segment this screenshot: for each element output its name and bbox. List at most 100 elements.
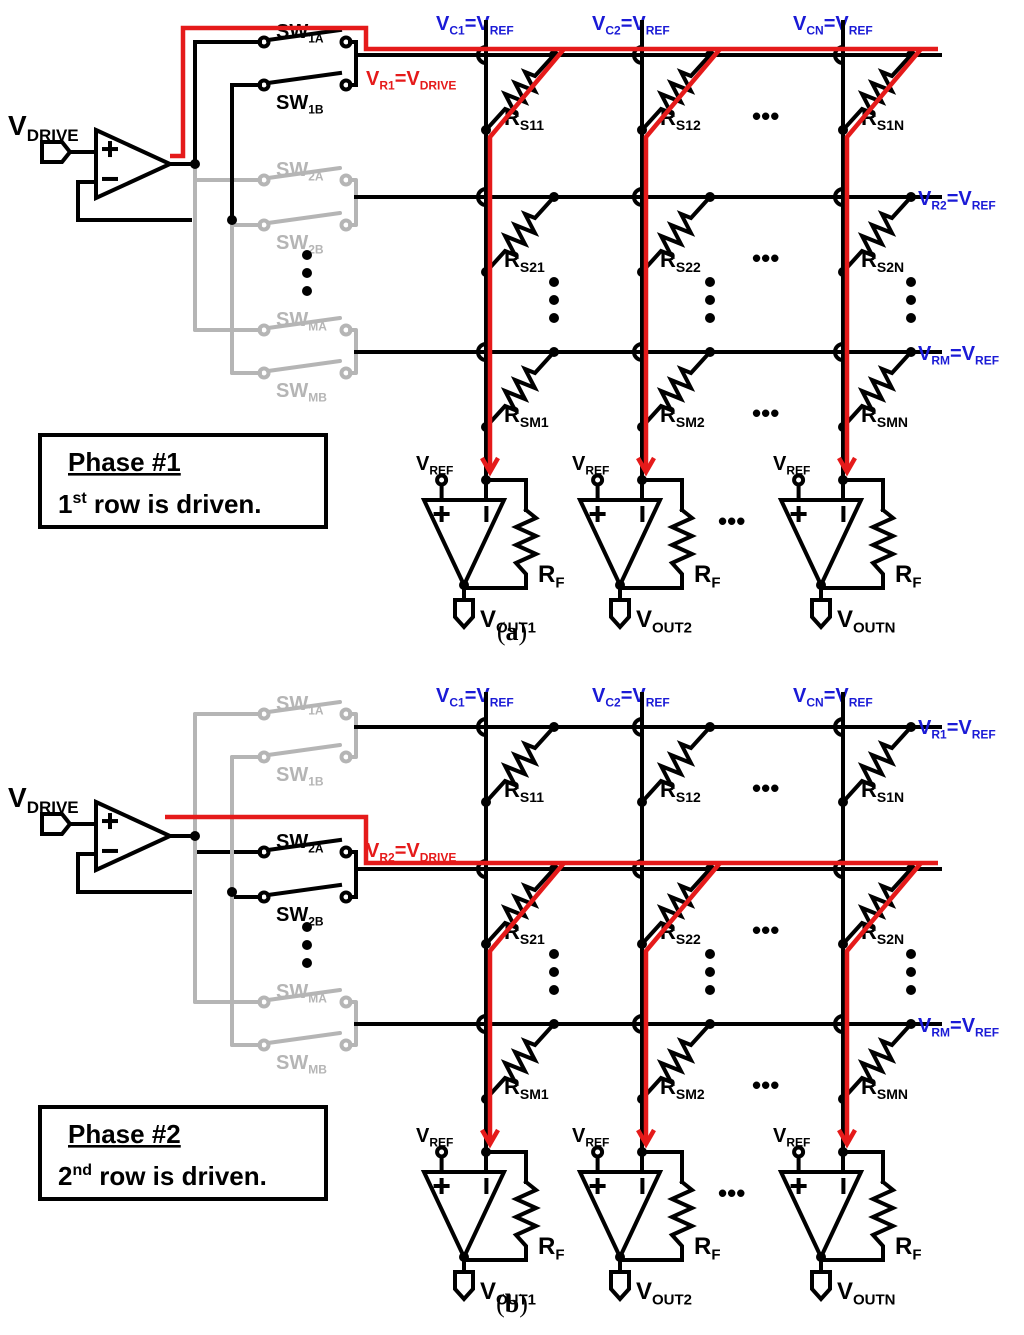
resistor-label-sub: S22 [676,931,701,947]
switch-label: SW2B [276,232,324,256]
phase-phase_num: 1 [58,489,72,519]
switch-label: SWMA [276,309,327,333]
column-vref-label-pre: V [436,13,450,35]
phase-box [38,433,328,529]
resistor-label: RS12 [660,105,701,133]
switch-blade [266,700,342,714]
ellipsis-dot [705,949,715,959]
vout-label-pre: V [636,606,652,633]
rf-label: RF [694,561,721,591]
switch-label-pre: SW [276,693,308,715]
junction-dot [190,831,200,841]
phase-title: Phase #2 [68,1119,181,1149]
opamp-triangle [94,798,175,874]
phase-phase_sup: st [72,490,87,507]
resistor-label-sub: S21 [520,259,545,275]
switch-label-sub: MB [308,390,327,404]
caption-caption_pre: ( [496,1289,505,1318]
column-vref-label-sub2: REF [490,695,514,709]
vref-label-pre: V [416,453,430,475]
column-vref-label-sub: C1 [449,23,465,37]
junction-dot [227,887,237,897]
panel-caption: (b) [496,1289,528,1318]
feedback-resistor [819,1179,898,1262]
vout-label-pre: V [480,1278,496,1305]
ellipsis-text: ••• [752,915,779,945]
current-arrow [480,456,500,477]
wire-crossover [476,186,489,208]
resistor-label: RS2N [861,919,904,947]
row-vref-label: VR2=VREF [918,188,996,212]
row-vref-label-sub: RM [931,1025,950,1039]
wire-crossover [833,1013,846,1035]
vout-label: VOUT2 [636,606,692,636]
rf-label-pre: R [895,561,912,588]
wire-crossover [833,716,846,738]
vout-pin [810,1270,832,1302]
resistor-label-pre: R [660,777,676,802]
ellipsis-dot [549,985,559,995]
vref-label: VREF [416,1125,453,1149]
opamp-triangle [576,498,664,590]
switch-label-sub: 2B [308,914,324,928]
resistor-label-sub: SM2 [676,1086,705,1102]
column-vref-label-mid: =V [824,685,850,707]
caption-caption_post: ) [519,617,528,646]
driven-row-label-mid: =V [395,68,421,90]
opamp-triangle [420,498,508,590]
driven-row-label-pre: V [366,840,380,862]
vout-pin [453,598,475,630]
resistor-label-pre: R [861,1074,877,1099]
column-vref-label-sub: CN [806,695,823,709]
column-vref-label-mid: =V [465,13,491,35]
row-vref-label: VR1=VREF [918,717,996,741]
vout-label-pre: V [480,606,496,633]
column-vref-label-sub2: REF [849,23,873,37]
resistor-zigzag [639,1021,713,1102]
current-path [165,814,938,866]
driven-row-label: VR1=VDRIVE [366,68,456,92]
wire [640,1150,684,1184]
vref-label-pre: V [773,453,787,475]
vout-label-sub: OUTN [853,1291,896,1308]
column-vref-label-mid: =V [621,13,647,35]
ellipsis-dot [302,940,312,950]
resistor-label-pre: R [660,1074,676,1099]
phase-phase_rest: row is driven. [92,1161,267,1191]
vdrive-input-pin [40,140,73,164]
row-vref-label-pre: V [918,1015,932,1037]
resistor-label-pre: R [660,402,676,427]
opamp-triangle [777,498,865,590]
resistor-label-pre: R [660,919,676,944]
ellipsis-dot [549,313,559,323]
resistor-label-pre: R [504,402,520,427]
phase-text: 1st row is driven. [58,489,262,519]
driven-row-label-sub: R2 [379,850,395,864]
vref-label-sub: REF [429,1135,453,1149]
row-vref-label-sub2: REF [975,1025,999,1039]
switch-label: SW2B [276,904,324,928]
vdrive-label-pre: V [8,110,27,141]
vref-label-sub: REF [585,463,609,477]
resistor-label: RS11 [504,777,544,805]
switch-label-sub: 1A [308,703,324,717]
switch-label-pre: SW [276,232,308,254]
row-vref-label-sub2: REF [972,198,996,212]
resistor-label: RS21 [504,919,545,947]
resistor-label-sub: S21 [520,931,545,947]
resistor-label-pre: R [504,247,520,272]
current-arrow [636,1128,656,1149]
column-vref-label: VCN=VREF [793,13,873,37]
resistor-zigzag [840,724,914,805]
resistor-zigzag [483,194,557,275]
row-vref-label: VRM=VREF [918,1015,999,1039]
resistor-label-pre: R [504,919,520,944]
rf-label-sub: F [912,1246,921,1263]
rf-label: RF [895,561,922,591]
wire-crossover [476,716,489,738]
driven-row-label-sub2: DRIVE [420,78,457,92]
switch-blade [265,882,343,898]
caption-caption_letter: b [505,1289,519,1318]
current-path [487,861,566,1140]
